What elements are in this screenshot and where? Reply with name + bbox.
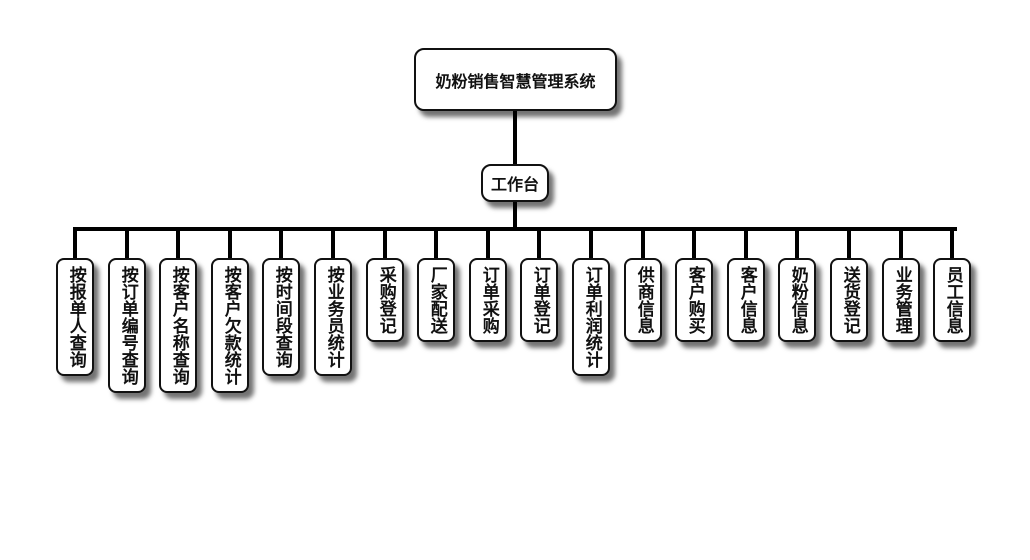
leaf-node[interactable]: 采购登记 [366,258,404,342]
leaf-node-label: 奶粉信息 [787,266,808,334]
leaf-node-label: 送货登记 [839,266,860,334]
connector-drop [486,227,490,258]
connector-root-to-workbench [513,111,517,164]
leaf-node[interactable]: 按客户名称查询 [159,258,197,393]
connector-drop [434,227,438,258]
connector-drop [176,227,180,258]
leaf-node-label: 业务管理 [891,266,912,334]
connector-horizontal-bus [73,227,957,231]
connector-drop [73,227,77,258]
connector-drop [331,227,335,258]
connector-drop [795,227,799,258]
leaf-node-label: 订单利润统计 [581,266,602,368]
leaf-node-label: 员工信息 [942,266,963,334]
leaf-node-label: 按订单编号查询 [117,266,138,385]
leaf-node[interactable]: 业务管理 [882,258,920,342]
leaf-node[interactable]: 按客户欠款统计 [211,258,249,393]
leaf-node[interactable]: 订单利润统计 [572,258,610,376]
leaf-node-label: 按业务员统计 [323,266,344,368]
workbench-node[interactable]: 工作台 [481,164,549,202]
connector-drop [279,227,283,258]
leaf-node-label: 客户购买 [684,266,705,334]
leaf-node[interactable]: 奶粉信息 [778,258,816,342]
root-node-label: 奶粉销售智慧管理系统 [435,71,596,91]
leaf-node[interactable]: 订单登记 [520,258,558,342]
leaf-node[interactable]: 员工信息 [933,258,971,342]
leaf-node-label: 采购登记 [375,266,396,334]
leaf-node[interactable]: 厂家配送 [417,258,455,342]
connector-drop [383,227,387,258]
leaf-node-label: 订单登记 [529,266,550,334]
leaf-node-label: 按客户名称查询 [168,266,189,385]
leaf-node[interactable]: 客户信息 [727,258,765,342]
workbench-node-label: 工作台 [490,175,539,194]
root-node[interactable]: 奶粉销售智慧管理系统 [414,48,617,111]
leaf-node[interactable]: 按业务员统计 [314,258,352,376]
connector-drop [744,227,748,258]
leaf-node[interactable]: 订单采购 [469,258,507,342]
leaf-node[interactable]: 按时间段查询 [262,258,300,376]
leaf-node-label: 按客户欠款统计 [220,266,241,385]
leaf-node-label: 供商信息 [633,266,654,334]
connector-drop [641,227,645,258]
leaf-node-label: 按报单人查询 [65,266,86,368]
leaf-node[interactable]: 供商信息 [624,258,662,342]
connector-drop [950,227,954,258]
connector-drop [692,227,696,258]
connector-drop [228,227,232,258]
connector-drop [899,227,903,258]
leaf-node[interactable]: 按订单编号查询 [108,258,146,393]
connector-drop [125,227,129,258]
leaf-node-label: 订单采购 [478,266,499,334]
leaf-node[interactable]: 客户购买 [675,258,713,342]
leaf-node-label: 厂家配送 [426,266,447,334]
connector-drop [537,227,541,258]
connector-workbench-to-bus [513,202,517,229]
connector-drop [847,227,851,258]
connector-drop [589,227,593,258]
leaf-node[interactable]: 按报单人查询 [56,258,94,376]
leaf-node-label: 按时间段查询 [271,266,292,368]
leaf-node-label: 客户信息 [736,266,757,334]
leaf-node[interactable]: 送货登记 [830,258,868,342]
